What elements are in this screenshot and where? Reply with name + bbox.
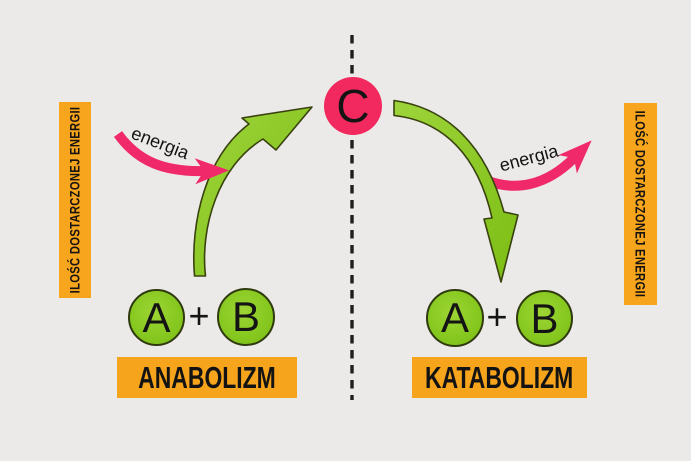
catabolism-plus-sign: + bbox=[486, 296, 508, 337]
anabolism-plus-sign: + bbox=[188, 295, 210, 336]
energy-axis-label-right: ILOŚĆ DOSTARCZONEJ ENERGII bbox=[632, 110, 649, 298]
energy-axis-banner-left: ILOŚĆ DOSTARCZONEJ ENERGII bbox=[59, 102, 91, 298]
anabolism-substrate-a-circle: A bbox=[128, 289, 185, 346]
energy-axis-banner-right: ILOŚĆ DOSTARCZONEJ ENERGII bbox=[624, 103, 657, 305]
energy-axis-label-left: ILOŚĆ DOSTARCZONEJ ENERGII bbox=[67, 106, 84, 294]
energy-release-arrow-icon bbox=[486, 140, 592, 191]
catabolism-substrate-b-circle: B bbox=[516, 290, 573, 347]
anabolism-up-arrow bbox=[193, 106, 313, 277]
energy-input-arrow-icon bbox=[113, 131, 229, 185]
substrate-b-letter: B bbox=[530, 294, 559, 342]
catabolism-title: KATABOLIZM bbox=[425, 359, 574, 395]
substrate-a-letter: A bbox=[440, 294, 469, 341]
substrate-b-letter: B bbox=[231, 293, 260, 340]
product-letter: C bbox=[336, 80, 370, 132]
anabolism-title: ANABOLIZM bbox=[138, 359, 276, 395]
anabolism-title-box: ANABOLIZM bbox=[117, 357, 297, 398]
catabolism-down-arrow bbox=[393, 99, 519, 283]
catabolism-title-box: KATABOLIZM bbox=[412, 357, 587, 398]
substrate-a-letter: A bbox=[142, 293, 171, 341]
product-circle-c: C bbox=[324, 77, 382, 135]
anabolism-substrate-b-circle: B bbox=[217, 288, 275, 346]
catabolism-substrate-a-circle: A bbox=[426, 289, 484, 347]
